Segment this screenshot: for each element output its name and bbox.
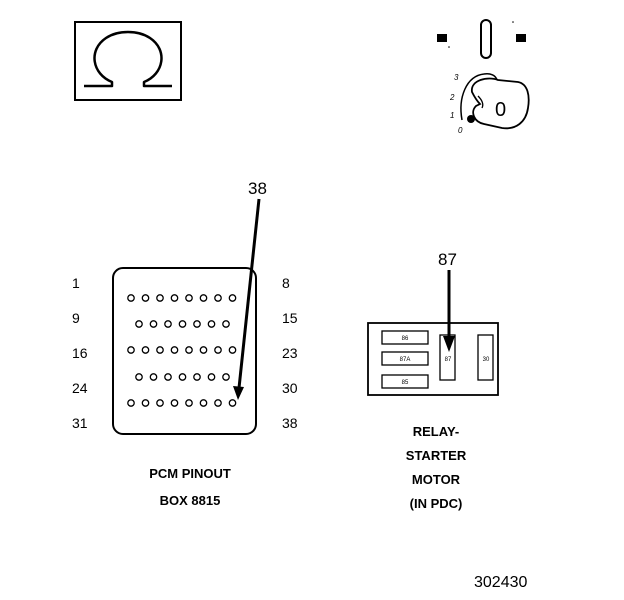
pcm-pin-hole [149, 320, 158, 328]
relay-terminal-87a: 87A [400, 357, 411, 363]
pcm-pin-hole [170, 399, 179, 407]
pcm-pin-callout: 38 [248, 179, 267, 198]
pcm-pin-hole [222, 373, 230, 381]
pcm-pin-hole [185, 294, 193, 302]
relay-pin-callout: 87 [438, 250, 457, 269]
relay-terminal [477, 334, 494, 381]
ignition-key-label: 0 [495, 99, 506, 121]
pcm-pin-hole [199, 294, 208, 302]
pcm-pin-hole [214, 294, 222, 302]
pcm-pin-hole [141, 294, 150, 302]
pcm-pin-hole [156, 294, 164, 302]
pin-label-right: 30 [282, 380, 298, 396]
pcm-pin-hole [127, 346, 135, 354]
pcm-pin-hole [185, 346, 193, 354]
pcm-pin-hole [127, 294, 135, 302]
pcm-pin-hole [228, 346, 237, 354]
pcm-pin-hole [135, 373, 143, 381]
ignition-position-2: 2 [449, 93, 455, 102]
pcm-pin-hole [185, 399, 193, 407]
pcm-caption-line2: BOX 8815 [160, 493, 221, 508]
relay-caption-line3: MOTOR [412, 472, 461, 487]
pcm-pin-hole [141, 346, 150, 354]
pcm-pin-hole [178, 320, 187, 328]
ignition-position-3: 3 [454, 73, 459, 82]
ignition-position-0: 0 [458, 126, 463, 135]
pcm-pin-hole [135, 320, 143, 328]
pin-label-right: 8 [282, 275, 290, 291]
ignition-switch-icon: 3 2 1 0 0 [437, 19, 530, 135]
pcm-pin-hole [164, 373, 172, 381]
pin-label-right: 23 [282, 345, 298, 361]
pcm-pin-hole [207, 373, 216, 381]
relay-caption-line1: RELAY- [413, 424, 459, 439]
ignition-position-1: 1 [450, 111, 454, 120]
pcm-pin-hole [178, 373, 187, 381]
pin-label-left: 9 [72, 310, 80, 326]
pcm-pin-hole [193, 373, 201, 381]
relay-caption-line2: STARTER [406, 448, 467, 463]
pin-label-left: 31 [72, 415, 88, 431]
figure-number: 302430 [474, 574, 527, 591]
relay-terminal-85: 85 [402, 380, 409, 386]
pcm-pin-hole [170, 294, 179, 302]
pcm-pin-hole [149, 373, 158, 381]
relay-terminal-86: 86 [402, 336, 409, 342]
pcm-pin-grid [127, 294, 237, 407]
pcm-pin-hole [164, 320, 172, 328]
pcm-pin-hole [214, 399, 222, 407]
relay-terminal-87: 87 [445, 357, 452, 363]
relay-terminal [381, 330, 429, 345]
pin-label-left: 1 [72, 275, 80, 291]
ignition-key-icon: 0 [471, 77, 530, 130]
pcm-pin-hole [156, 399, 164, 407]
relay-callout-arrow [443, 270, 455, 352]
pcm-pin-hole [199, 346, 208, 354]
relay-terminal [381, 351, 429, 366]
pcm-pin-hole [193, 320, 201, 328]
pcm-callout-arrow [233, 198, 261, 400]
pcm-pin-hole [199, 399, 208, 407]
pcm-connector: 1 9 16 24 31 8 15 23 30 38 38 PCM PINOUT… [72, 179, 298, 508]
pcm-pin-hole [222, 320, 230, 328]
relay-caption-line4: (IN PDC) [410, 496, 463, 511]
relay-terminal [381, 374, 429, 389]
pcm-caption-line1: PCM PINOUT [149, 466, 231, 481]
pin-label-left: 16 [72, 345, 88, 361]
pcm-pin-hole [156, 346, 164, 354]
pin-label-left: 24 [72, 380, 88, 396]
ohm-meter-icon [74, 21, 182, 101]
pcm-pin-hole [170, 346, 179, 354]
pin-label-right: 15 [282, 310, 298, 326]
pcm-pin-hole [214, 346, 222, 354]
pin-label-right: 38 [282, 415, 298, 431]
starter-relay: 86 87A 85 87 30 87 RELAY- STARTER MOTOR … [367, 250, 499, 511]
pcm-pin-hole [127, 399, 135, 407]
relay-terminal-30: 30 [483, 357, 490, 363]
pcm-pin-hole [207, 320, 216, 328]
pcm-pin-hole [141, 399, 150, 407]
pcm-pin-hole [228, 294, 237, 302]
pcm-pin-hole [228, 399, 237, 407]
